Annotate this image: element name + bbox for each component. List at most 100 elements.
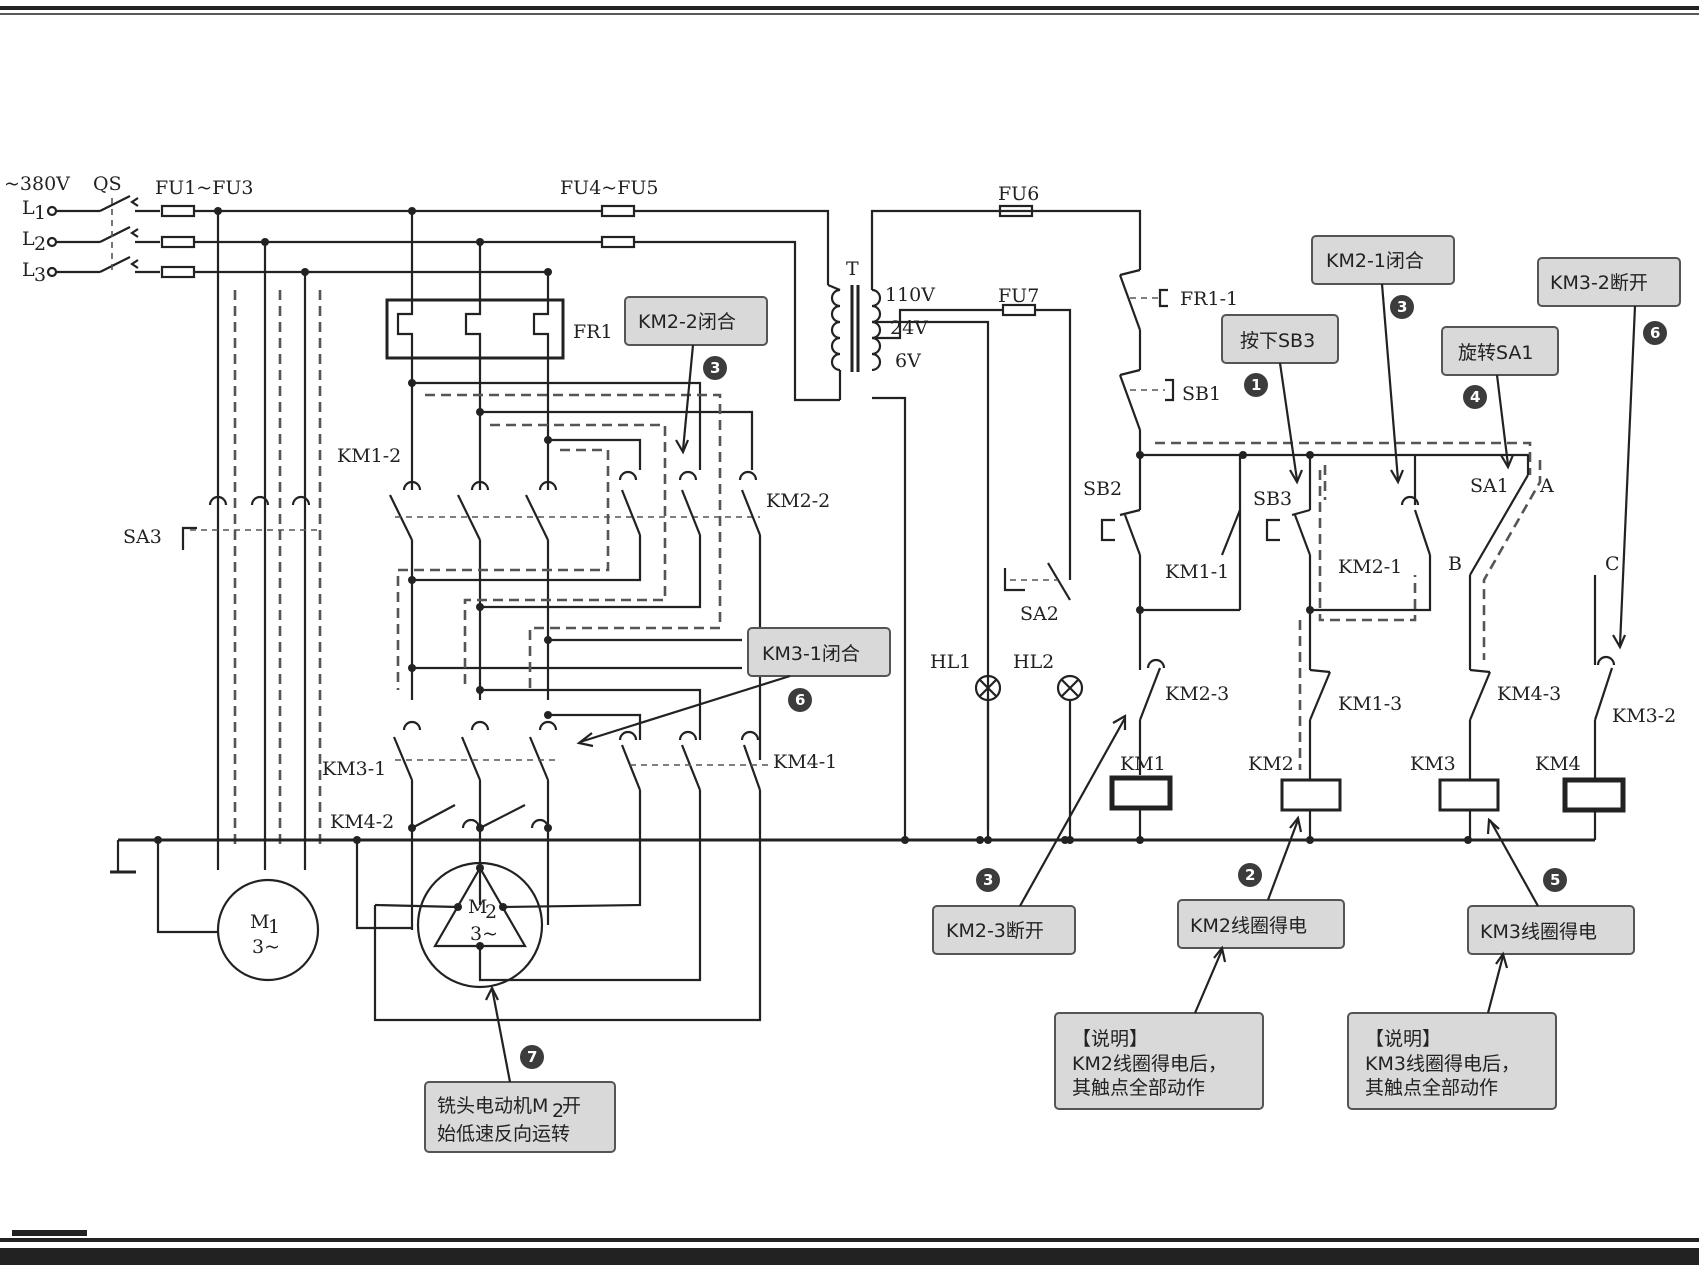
step-3a <box>703 356 727 380</box>
note-km3-line2: 其触点全部动作 <box>1365 1077 1498 1099</box>
km1-coil-label: KM1 <box>1120 753 1166 775</box>
lamps-section: HL1 HL2 SA2 <box>930 562 1084 844</box>
km1-3-label: KM1-3 <box>1338 693 1402 715</box>
sa1-label: SA1 <box>1470 475 1509 497</box>
callout-m2-line1-a: 铣头电动机M <box>437 1095 548 1117</box>
step-2 <box>1238 863 1262 887</box>
supply-label: ~380V <box>4 173 70 195</box>
callouts: KM2-2闭合 3 KM2-1闭合 3 KM3-2断开 6 按下SB3 1 旋转… <box>424 235 1681 1153</box>
km4-1-label: KM4-1 <box>773 751 837 773</box>
km3-coil-label: KM3 <box>1410 753 1456 775</box>
m2-label: M <box>468 896 487 918</box>
l1-label: L <box>22 197 35 219</box>
transformer-section: FU4~FU5 T 110V 24V 6V FU6 FU7 <box>560 177 1142 840</box>
sa3-label: SA3 <box>123 526 162 548</box>
v24-label: 24V <box>890 317 928 339</box>
callout-km2-1-close-text: KM2-1闭合 <box>1326 250 1424 272</box>
m2-sub: 2 <box>485 901 497 923</box>
callout-press-sb3-text: 按下SB3 <box>1240 330 1315 352</box>
note-km2 <box>1054 1012 1264 1110</box>
step-6a <box>1643 321 1667 345</box>
fu3-fuse <box>160 265 196 279</box>
callout-m2-line1-b: 开 <box>562 1095 581 1117</box>
fu6-label: FU6 <box>998 183 1039 205</box>
b-label: B <box>1448 553 1462 575</box>
step-3a-text: 3 <box>710 359 720 377</box>
step-5-text: 5 <box>1550 871 1560 889</box>
step-3b-text: 3 <box>1397 298 1407 316</box>
m2-main-circuit: KM1-2 KM2-2 <box>322 358 837 1022</box>
qs-label: QS <box>93 173 122 195</box>
callout-rotate-sa1 <box>1441 326 1559 376</box>
note-km2-line2: 其触点全部动作 <box>1072 1077 1205 1099</box>
callout-km2-coil <box>1177 899 1345 949</box>
km2-coil <box>1280 778 1342 812</box>
step-4-text: 4 <box>1470 388 1480 406</box>
a-label: A <box>1539 475 1554 497</box>
step-2-text: 2 <box>1245 866 1255 884</box>
callout-km2-2-close <box>624 296 768 346</box>
note-km3 <box>1347 1012 1557 1110</box>
hl2-label: HL2 <box>1013 651 1054 673</box>
fu1-fuse <box>160 204 196 218</box>
callout-rotate-sa1-text: 旋转SA1 <box>1458 342 1534 364</box>
fu5-fuse <box>600 235 636 249</box>
fr1-box <box>385 298 565 360</box>
m1-label: M <box>250 911 269 933</box>
supply-section: ~380V QS L 1 L 2 L 3 FU1~FU3 <box>4 173 602 286</box>
callout-km3-1-close-text: KM3-1闭合 <box>762 643 860 665</box>
km4-3-label: KM4-3 <box>1497 683 1561 705</box>
fu2-fuse <box>160 235 196 249</box>
sb3-label: SB3 <box>1253 488 1292 510</box>
l2-sub: 2 <box>34 233 46 255</box>
m2-phase: 3~ <box>470 923 498 945</box>
page-frame <box>0 6 1699 1265</box>
transformer-label: T <box>846 258 859 280</box>
km4-coil-label: KM4 <box>1535 753 1581 775</box>
callout-m2-line1-sub: 2 <box>552 1100 564 1122</box>
step-6a-text: 6 <box>1650 324 1660 342</box>
m1-motor <box>216 878 320 982</box>
callout-km2-2-close-text: KM2-2闭合 <box>638 311 736 333</box>
control-circuit: FR1-1 SB1 SB2 KM1-1 KM2-3 KM1 SB3 <box>1083 268 1676 840</box>
km4-2-label: KM4-2 <box>330 811 394 833</box>
km2-2-label: KM2-2 <box>766 490 830 512</box>
sb2-label: SB2 <box>1083 478 1122 500</box>
fr1-label: FR1 <box>573 321 613 343</box>
l3-terminal <box>46 266 58 278</box>
step-7 <box>520 1045 544 1069</box>
l2-terminal <box>46 236 58 248</box>
callout-km3-coil <box>1467 905 1635 955</box>
note-km3-line1: KM3线圈得电后， <box>1365 1053 1520 1075</box>
note-km2-title: 【说明】 <box>1072 1028 1148 1050</box>
l3-label: L <box>22 259 35 281</box>
callout-km2-coil-text: KM2线圈得电 <box>1190 915 1307 937</box>
fu4-fuse <box>600 204 636 218</box>
l3-sub: 3 <box>34 264 46 286</box>
step-4 <box>1463 385 1487 409</box>
step-6b <box>788 688 812 712</box>
fu6-fuse <box>998 204 1034 218</box>
km2-3-label: KM2-3 <box>1165 683 1229 705</box>
v6-label: 6V <box>895 350 921 372</box>
fr1-1-label: FR1-1 <box>1180 288 1238 310</box>
callout-km3-2-open-text: KM3-2断开 <box>1550 272 1648 294</box>
callout-km2-3-open <box>932 905 1076 955</box>
km3-coil <box>1438 778 1500 812</box>
callout-km3-coil-text: KM3线圈得电 <box>1480 921 1597 943</box>
fu7-label: FU7 <box>998 285 1039 307</box>
l1-terminal <box>46 205 58 217</box>
m1-phase: 3~ <box>252 936 280 958</box>
note-km2-line1: KM2线圈得电后， <box>1072 1053 1227 1075</box>
m1-branch: SA3 M 1 3~ <box>123 211 322 982</box>
step-1 <box>1244 373 1268 397</box>
fu1-fu3-label: FU1~FU3 <box>155 177 254 199</box>
km4-coil <box>1562 777 1626 813</box>
callout-km3-2-open <box>1537 257 1681 307</box>
fu4-fu5-label: FU4~FU5 <box>560 177 659 199</box>
step-3c <box>976 868 1000 892</box>
callout-m2-line2: 始低速反向运转 <box>437 1123 570 1145</box>
km3-1-label: KM3-1 <box>322 758 386 780</box>
step-3c-text: 3 <box>983 871 993 889</box>
